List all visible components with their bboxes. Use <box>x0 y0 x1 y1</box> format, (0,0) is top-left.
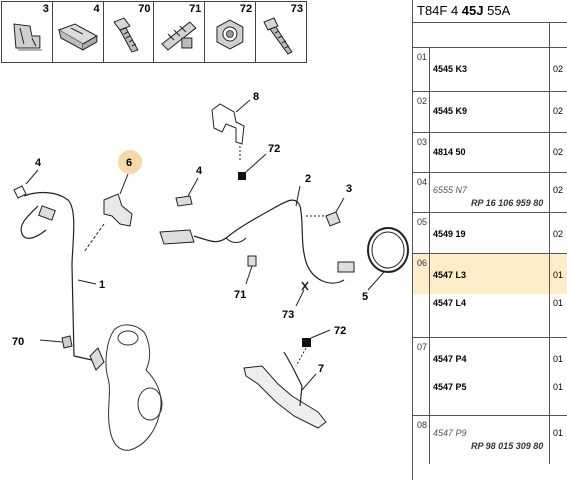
part-reference[interactable]: 6555 N7 <box>433 185 468 195</box>
thumbnail-3[interactable]: 3 <box>2 2 53 62</box>
thumbnail-number: 4 <box>93 3 100 15</box>
callout-8[interactable]: 8 <box>253 91 259 103</box>
table-row-05[interactable]: 05 4549 19 02 <box>413 213 567 254</box>
part-quantity: 01 <box>553 428 564 438</box>
header-code-prefix: T84F 4 <box>417 3 462 18</box>
part-quantity: 02 <box>553 147 564 157</box>
header-code-highlight: 45J <box>461 3 484 18</box>
row-index: 05 <box>417 217 428 227</box>
retainer-clip-icon <box>57 23 98 51</box>
callout-73[interactable]: 73 <box>282 309 294 321</box>
thumbnail-73[interactable]: 73 <box>256 2 306 62</box>
part-quantity: 01 <box>553 298 564 308</box>
part-reference[interactable]: 4547 L4 <box>433 298 467 308</box>
sensor-clip-part-4[interactable] <box>175 195 193 207</box>
part-quantity: 01 <box>553 270 564 280</box>
cable-tie-part-71[interactable] <box>247 255 257 267</box>
sensor-part-left[interactable] <box>13 185 75 357</box>
table-row-07[interactable]: 07 4547 P4 01 4547 P5 01 <box>413 338 567 416</box>
header-code-suffix: 55A <box>483 3 511 18</box>
replacement-reference[interactable]: RP 98 015 309 80 <box>471 441 544 451</box>
clip-icon <box>13 23 42 51</box>
table-row-06[interactable]: 06 4547 L3 01 4547 L4 01 <box>413 254 567 338</box>
row-index: 03 <box>417 137 428 147</box>
callout-7[interactable]: 7 <box>318 363 324 375</box>
tone-ring-part-5[interactable] <box>367 227 409 273</box>
row-index: 01 <box>417 52 428 62</box>
callout-4-left[interactable]: 4 <box>35 157 42 169</box>
part-reference[interactable]: 4545 K3 <box>433 64 468 74</box>
exploded-parts-diagram: 8 72 4 6 4 <box>12 91 409 451</box>
part-quantity: 01 <box>553 382 564 392</box>
part-reference[interactable]: 4814 50 <box>433 147 466 157</box>
part-reference[interactable]: 4547 P4 <box>433 354 467 364</box>
callout-6[interactable]: 6 <box>126 157 132 169</box>
part-quantity: 02 <box>553 64 564 74</box>
thumbnail-number: 3 <box>42 3 49 15</box>
steering-knuckle <box>73 324 163 451</box>
bolt-icon <box>112 17 139 53</box>
screw-part-73[interactable] <box>301 281 309 291</box>
parts-reference-table: T84F 4 45J 55A 01 4545 K3 02 02 4545 K9 … <box>412 0 567 480</box>
thumbnail-number: 72 <box>239 3 253 15</box>
thumbnail-number: 71 <box>189 3 202 15</box>
hardware-thumbnail-strip: 3 4 70 71 <box>1 1 307 63</box>
row-index: 04 <box>417 177 428 187</box>
thumbnail-number: 70 <box>138 3 151 15</box>
thumbnail-70[interactable]: 70 <box>104 2 155 62</box>
callout-2[interactable]: 2 <box>305 173 311 185</box>
bracket-part-6[interactable] <box>83 193 133 253</box>
thumbnail-number: 73 <box>290 3 303 15</box>
row-index: 07 <box>417 342 428 352</box>
row-index: 08 <box>417 420 428 430</box>
clip-part-3[interactable] <box>325 211 341 227</box>
screw-icon <box>263 17 293 55</box>
callout-5[interactable]: 5 <box>362 291 368 303</box>
table-row-08[interactable]: 08 4547 P9 01 RP 98 015 309 80 <box>413 416 567 464</box>
harness-part-2[interactable] <box>159 185 355 284</box>
part-reference[interactable]: 4545 K9 <box>433 106 468 116</box>
part-reference[interactable]: 4547 P9 <box>433 428 467 438</box>
part-reference[interactable]: 4547 P5 <box>433 382 467 392</box>
callout-6-highlight <box>118 150 142 174</box>
replacement-reference[interactable]: RP 16 106 959 80 <box>471 198 544 208</box>
bracket-part-8[interactable] <box>211 99 251 162</box>
table-header: T84F 4 45J 55A <box>413 0 567 23</box>
bolt-part-70[interactable] <box>61 335 73 349</box>
table-row-01[interactable]: 01 4545 K3 02 <box>413 48 567 92</box>
part-reference-selected[interactable]: 4547 L3 <box>433 270 467 280</box>
nut-part-72-lower[interactable] <box>302 338 311 347</box>
part-quantity: 02 <box>553 106 564 116</box>
callout-3[interactable]: 3 <box>346 183 352 195</box>
table-row-03[interactable]: 03 4814 50 02 <box>413 133 567 173</box>
part-reference[interactable]: 4549 19 <box>433 229 466 239</box>
part-quantity: 02 <box>553 185 564 195</box>
table-subheader <box>413 23 567 48</box>
row-index: 02 <box>417 96 428 106</box>
nut-icon <box>216 19 244 50</box>
part-quantity: 02 <box>553 229 564 239</box>
thumbnail-72[interactable]: 72 <box>205 2 257 62</box>
cable-tie-icon <box>161 21 198 51</box>
callout-4-mid[interactable]: 4 <box>196 165 203 177</box>
table-row-04[interactable]: 04 6555 N7 02 RP 16 106 959 80 <box>413 173 567 213</box>
callout-70[interactable]: 70 <box>12 336 24 348</box>
nut-part-72[interactable] <box>238 172 246 180</box>
thumbnail-4[interactable]: 4 <box>53 2 104 62</box>
callout-72-bottom[interactable]: 72 <box>334 325 346 337</box>
table-row-02[interactable]: 02 4545 K9 02 <box>413 92 567 133</box>
bracket-part-7[interactable] <box>243 347 327 429</box>
callout-72-top[interactable]: 72 <box>268 143 280 155</box>
callout-71[interactable]: 71 <box>234 289 246 301</box>
part-quantity: 01 <box>553 354 564 364</box>
row-index: 06 <box>417 258 428 268</box>
thumbnail-71[interactable]: 71 <box>154 2 206 62</box>
callout-1[interactable]: 1 <box>99 279 105 291</box>
